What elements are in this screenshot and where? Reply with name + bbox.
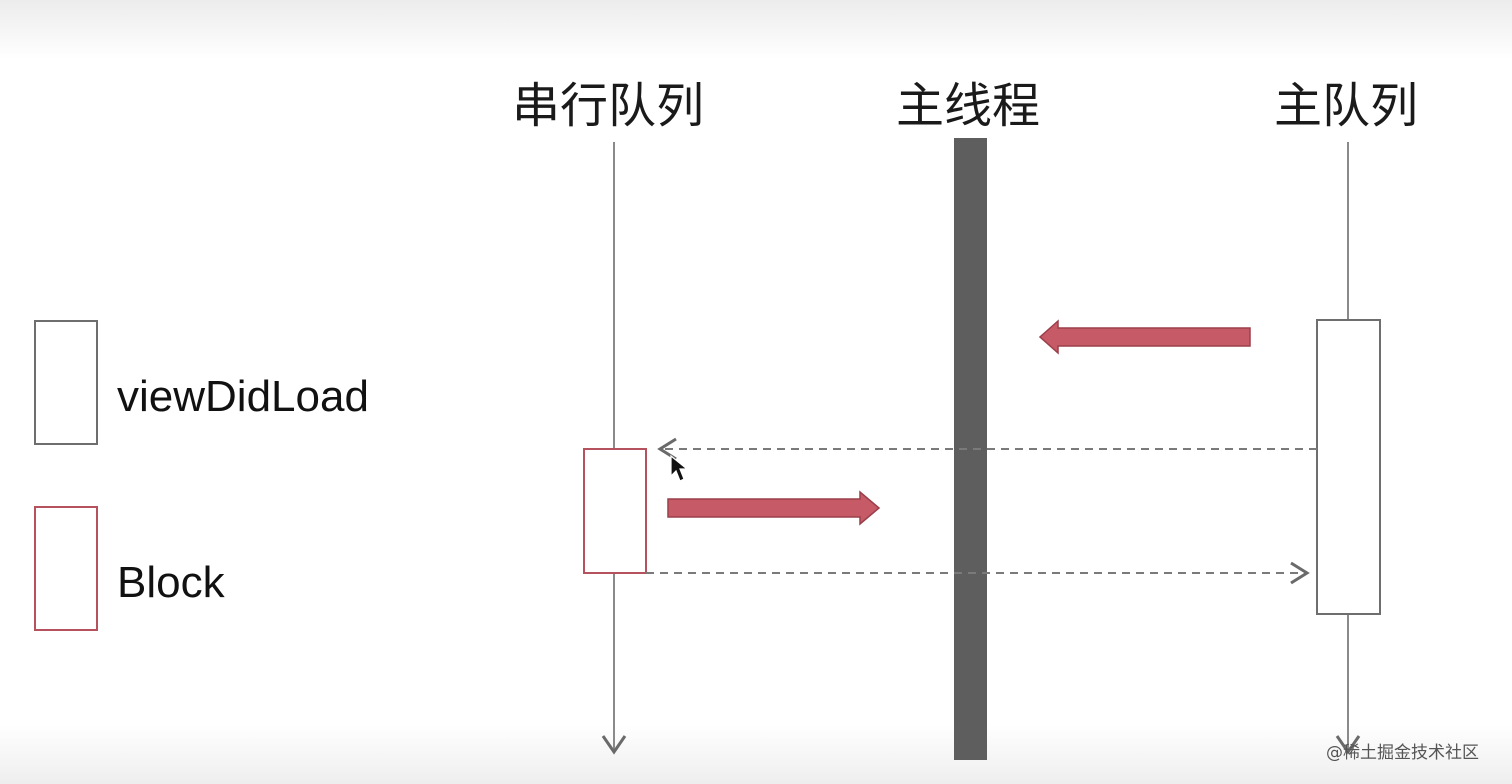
top-shade [0,0,1512,60]
viewdidload-activation-box [1316,319,1381,615]
main-thread-bar [954,138,987,760]
main-queue-lifeline-arrowhead [1335,735,1361,755]
serial-queue-title: 串行队列 [512,78,705,134]
legend-block-box [34,506,98,631]
main-thread-title: 主线程 [896,78,1041,134]
main-queue-to-thread-arrow [1038,319,1251,355]
legend-viewdidload-label: viewDidLoad [117,372,369,421]
legend-block-label: Block [117,558,225,607]
mouse-cursor-icon [670,454,689,482]
legend-viewdidload-box [34,320,98,445]
block-activation-box [583,448,647,574]
serial-queue-lifeline-arrowhead [601,735,627,755]
bottom-shade [0,724,1512,784]
main-queue-title: 主队列 [1274,78,1419,134]
block-to-thread-arrow [667,490,881,526]
watermark-text: @稀土掘金技术社区 [1326,743,1479,763]
return-dashed-arrowhead [1290,561,1310,585]
